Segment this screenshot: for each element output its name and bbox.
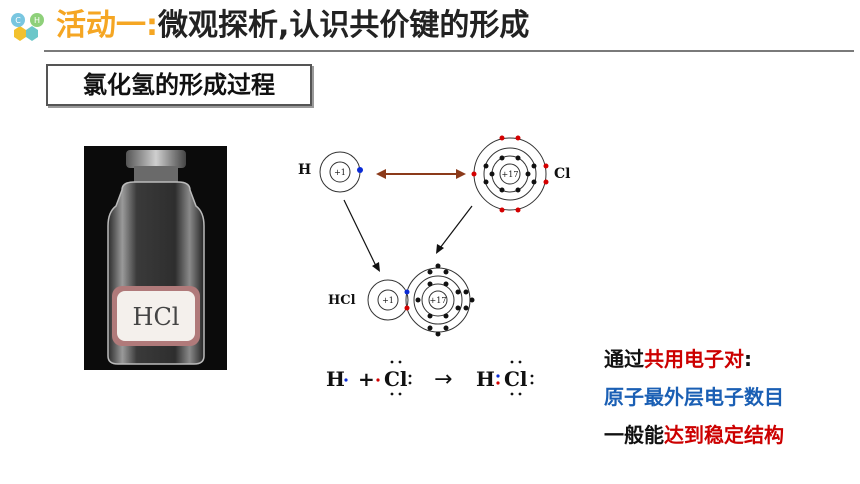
title-topic: 微观探析,认识共价键的形成 bbox=[158, 8, 530, 43]
explanation-shared-pair: 共用电子对 bbox=[644, 347, 744, 371]
h-atom: +1 bbox=[319, 151, 363, 193]
bottle-label: HCl bbox=[133, 303, 180, 331]
eq-h-left: H bbox=[326, 367, 345, 391]
page-title: 活动一:微观探析,认识共价键的形成 bbox=[56, 6, 529, 46]
explanation-via: 通过 bbox=[604, 347, 644, 371]
hcl-molecule-symbol: HCl bbox=[328, 293, 356, 308]
molecule-logo-icon: C H bbox=[11, 13, 44, 41]
explanation-generally: 一般能 bbox=[604, 423, 664, 447]
h-atom-symbol: H bbox=[298, 162, 311, 178]
arrow-cl-to-hcl-icon bbox=[436, 205, 473, 254]
eq-h-right: H bbox=[476, 367, 495, 391]
title-activity: 活动一 bbox=[56, 8, 146, 43]
arrow-h-to-hcl-icon bbox=[343, 199, 380, 272]
explanation-line-1: 通过共用电子对: bbox=[604, 340, 854, 378]
cl-atom-symbol: Cl bbox=[554, 166, 570, 182]
explanation-colon: : bbox=[744, 347, 752, 371]
eq-arrow-icon: → bbox=[434, 367, 452, 392]
logo-letter-h: H bbox=[34, 16, 40, 25]
header: C H 活动一:微观探析,认识共价键的形成 bbox=[0, 0, 860, 58]
electron-dot-equation: H + Cl → H Cl bbox=[326, 360, 534, 396]
eq-cl-right: Cl bbox=[504, 367, 528, 391]
explanation-stable: 达到稳定结构 bbox=[664, 423, 784, 447]
hcl-formation-diagram: H +1 +17 Cl HCl bbox=[298, 135, 570, 337]
subtitle-box: 氯化氢的形成过程 bbox=[46, 64, 312, 106]
hcl-h-nucleus-label: +1 bbox=[382, 296, 394, 305]
eq-h-electron bbox=[344, 378, 348, 382]
cl-atom: +17 bbox=[471, 135, 549, 213]
hcl-bottle-photo: HCl bbox=[84, 146, 227, 370]
eq-plus: + bbox=[358, 367, 375, 391]
hcl-molecule: +1 +17 bbox=[367, 263, 475, 337]
subtitle: 氯化氢的形成过程 bbox=[83, 71, 275, 99]
bottle-illustration: HCl bbox=[84, 146, 227, 370]
header-divider bbox=[44, 50, 854, 52]
hcl-cl-nucleus-label: +17 bbox=[430, 296, 447, 305]
explanation-line-2: 原子最外层电子数目 bbox=[604, 385, 784, 409]
logo-letter-c: C bbox=[15, 16, 21, 25]
h-nucleus-label: +1 bbox=[334, 168, 346, 177]
cl-nucleus-label: +17 bbox=[502, 170, 519, 179]
eq-cl-left: Cl bbox=[384, 367, 408, 391]
title-separator: : bbox=[146, 8, 158, 43]
h-electron bbox=[357, 167, 363, 173]
explanation-line-3: 一般能达到稳定结构 bbox=[604, 416, 854, 454]
explanation: 通过共用电子对: 原子最外层电子数目 一般能达到稳定结构 bbox=[604, 340, 854, 454]
double-arrow-icon bbox=[376, 169, 466, 179]
